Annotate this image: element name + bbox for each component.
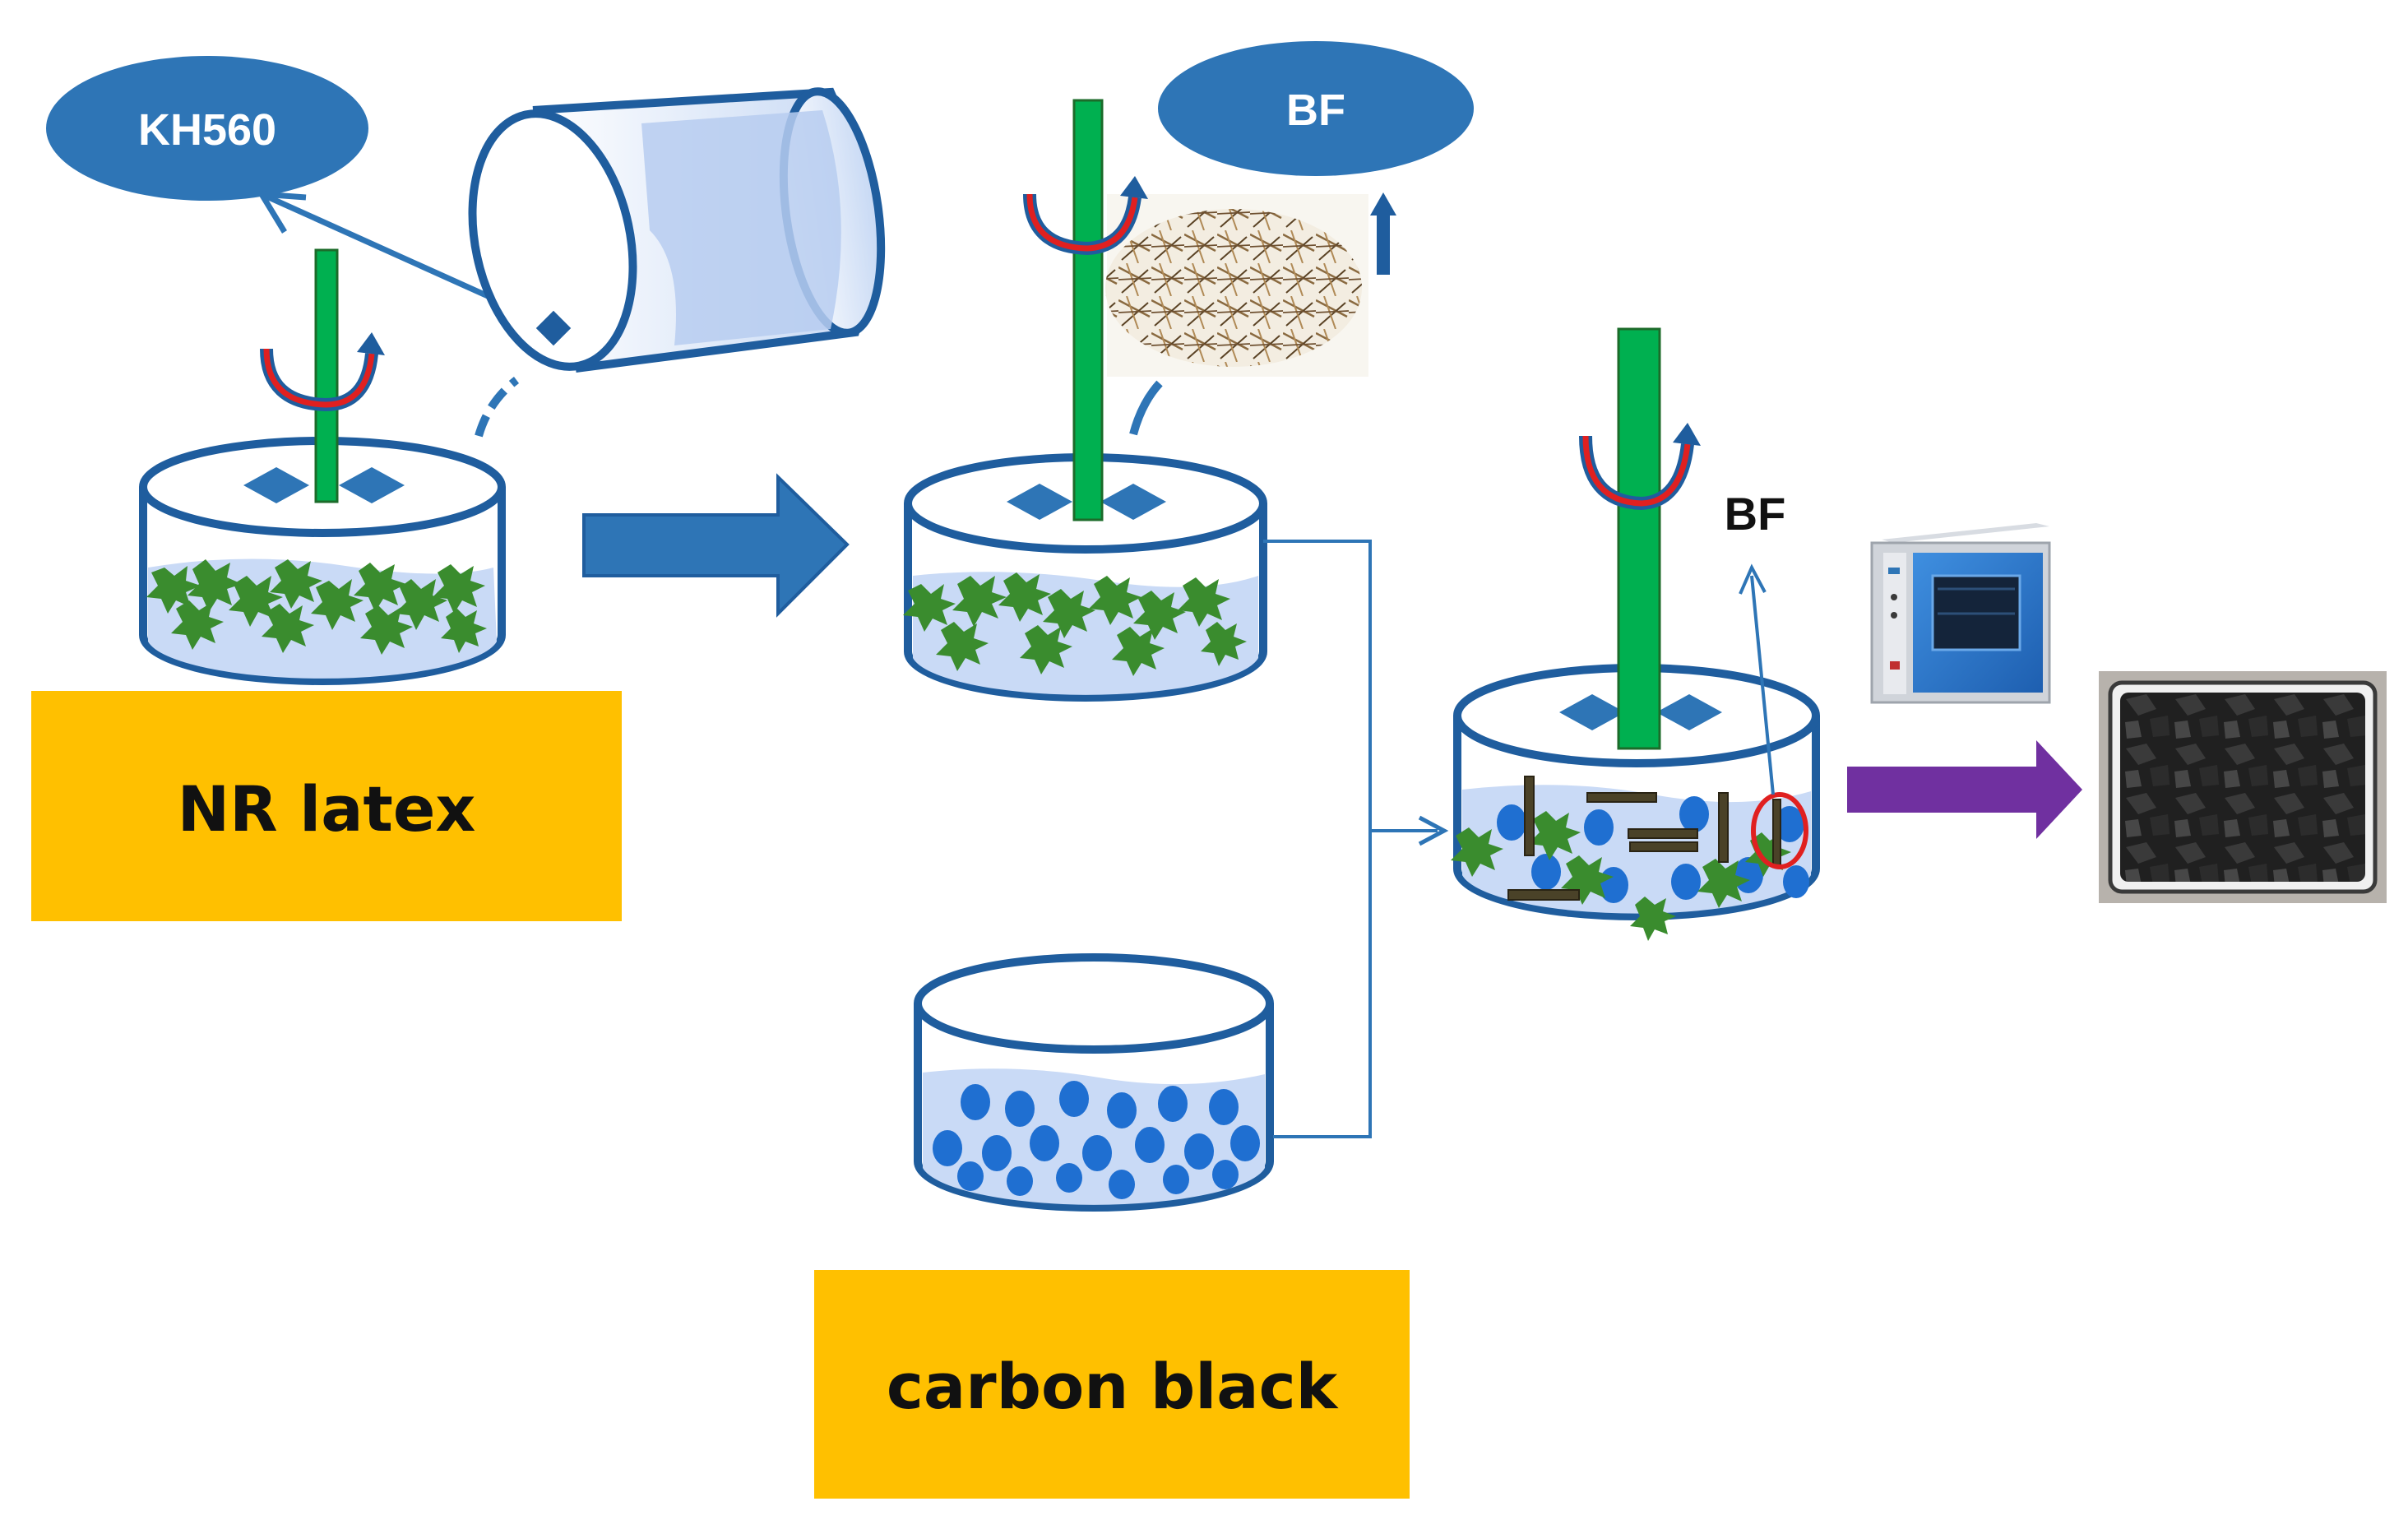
stirrer-icon-3: [1617, 327, 1661, 750]
latex-particles-3: [1451, 811, 1791, 941]
rotation-arrow-icon-2: [1023, 176, 1148, 256]
fiber-rods: [1507, 776, 1781, 901]
latex-particles: [146, 559, 487, 655]
carbon-black-label-box: carbon black: [814, 1270, 1410, 1499]
fiber-oval-label: BF: [1286, 86, 1345, 135]
mixing-vessel-3: [1451, 327, 1820, 941]
connector-lines: [1263, 540, 1449, 1138]
latex-label-box: NR latex: [31, 691, 622, 921]
additive-oval-label: KH560: [138, 105, 276, 155]
fiber-label: BF: [1725, 488, 1786, 540]
fiber-up-arrow: [1370, 192, 1396, 275]
stirrer-icon-2: [1072, 99, 1104, 521]
rotation-arrow-icon: [260, 332, 385, 412]
fiber-oval: BF: [1158, 41, 1474, 176]
additive-oval: KH560: [46, 56, 368, 201]
carbon-black-particles: [933, 1081, 1260, 1199]
stirrer-icon: [314, 248, 339, 503]
carbon-black-vessel: [914, 953, 1274, 1212]
latex-label: NR latex: [178, 772, 476, 846]
drying-oven-icon: [1870, 523, 2051, 704]
flow-arrow-2: [1847, 740, 2082, 839]
latex-particles-2: [903, 572, 1247, 676]
composite-product-photo: [2099, 671, 2387, 903]
mixing-vessel-2: [903, 99, 1267, 702]
carbon-black-label: carbon black: [887, 1350, 1339, 1423]
latex-vessel: [139, 248, 506, 685]
basalt-fiber-photo: [1105, 194, 1368, 377]
flow-arrow-1: [582, 473, 850, 618]
pouring-cylinder-icon: [468, 87, 886, 438]
highlight-circle: [1751, 792, 1808, 869]
carbon-black-particles-3: [1497, 796, 1809, 903]
rotation-arrow-icon-3: [1579, 423, 1701, 511]
